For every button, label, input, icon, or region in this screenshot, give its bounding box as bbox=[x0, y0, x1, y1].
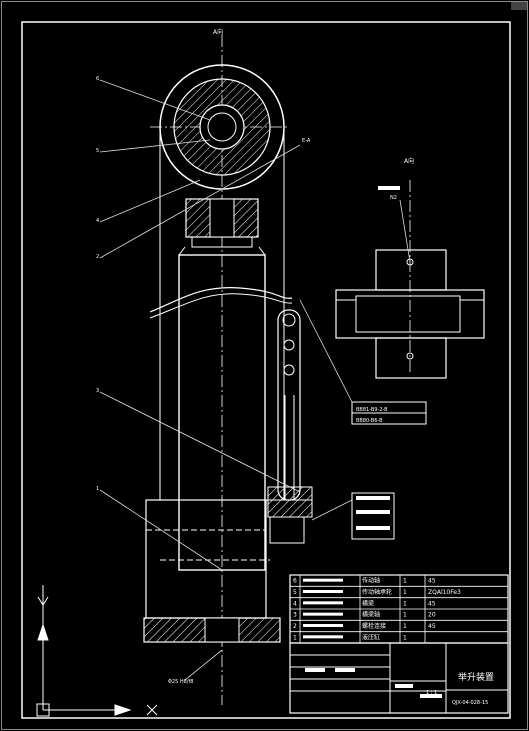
parts-row-qty: 1 bbox=[403, 578, 407, 585]
detail-note: N2 bbox=[390, 195, 397, 201]
parts-row-number: 2 bbox=[293, 623, 297, 630]
parts-row-number: 5 bbox=[293, 589, 297, 596]
parts-code-bar bbox=[303, 590, 343, 593]
detail-view-label: A向 bbox=[404, 157, 414, 165]
parts-row-material: 45 bbox=[428, 600, 436, 607]
leader-label-1: 1 bbox=[96, 486, 99, 492]
leader-lines bbox=[99, 79, 411, 571]
parts-row-name: 螺栓连接 bbox=[362, 622, 386, 630]
parts-row-name: 液压缸 bbox=[362, 633, 380, 641]
drawing-title: 举升装置 bbox=[458, 671, 494, 683]
section-mark: E-A bbox=[302, 138, 311, 144]
leader-label-3: 3 bbox=[96, 388, 99, 394]
parts-code-bar bbox=[303, 635, 343, 639]
parts-row-qty: 1 bbox=[403, 623, 407, 630]
leader-label-6: 6 bbox=[96, 76, 99, 82]
parts-code-bar bbox=[303, 624, 343, 627]
hydraulic-cylinder bbox=[143, 246, 293, 643]
linkage-arm bbox=[230, 309, 313, 544]
leader-label-5: 5 bbox=[96, 148, 99, 154]
parts-row-number: 3 bbox=[293, 612, 297, 619]
parts-row-material: 20 bbox=[428, 612, 436, 619]
parts-code-bar bbox=[303, 578, 343, 582]
tolerance-frames bbox=[351, 401, 427, 540]
detail-view: A向 bbox=[335, 157, 485, 379]
leader-label-2: 2 bbox=[96, 254, 99, 260]
parts-row-number: 6 bbox=[293, 578, 297, 585]
parts-row-qty: 1 bbox=[403, 634, 407, 641]
parts-row-name: 横梁 bbox=[362, 599, 374, 607]
title-block bbox=[289, 642, 509, 714]
inner-frame bbox=[21, 21, 511, 719]
parts-row-name: 传动轴承轮 bbox=[362, 588, 392, 596]
parts-row-name: 传动轴 bbox=[362, 577, 380, 585]
parts-row-qty: 1 bbox=[403, 600, 407, 607]
parts-row-number: 1 bbox=[293, 634, 297, 641]
corner-mark bbox=[511, 2, 527, 10]
parts-code-bar bbox=[303, 612, 343, 616]
tolerance-1: BB81-B9-2-B bbox=[356, 407, 388, 413]
drawing-scale: 1 : 1 bbox=[426, 690, 437, 696]
crossbeam-block bbox=[185, 198, 259, 248]
tolerance-2: BB80-B6-B bbox=[356, 418, 383, 424]
parts-code-bar bbox=[303, 601, 343, 605]
top-wheel bbox=[159, 64, 285, 500]
drawing-number: QJX-04-028-15 bbox=[452, 700, 488, 706]
ucs-icon bbox=[36, 585, 158, 717]
parts-row-name: 横梁轴 bbox=[362, 611, 380, 619]
leader-label-4: 4 bbox=[96, 218, 99, 224]
parts-row-qty: 1 bbox=[403, 612, 407, 619]
parts-row-material: ZQAl10Fe3 bbox=[428, 589, 461, 596]
parts-row-number: 4 bbox=[293, 600, 297, 607]
parts-row-material: 45 bbox=[428, 623, 436, 630]
parts-row-qty: 1 bbox=[403, 589, 407, 596]
bottom-dimension: Φ25 H8/f8 bbox=[168, 679, 193, 685]
leader-labels: 6 5 4 2 3 1 bbox=[96, 76, 99, 492]
view-label-a: A向 bbox=[213, 28, 223, 36]
dimension-leader bbox=[184, 649, 223, 681]
parts-row-material: 45 bbox=[428, 578, 436, 585]
